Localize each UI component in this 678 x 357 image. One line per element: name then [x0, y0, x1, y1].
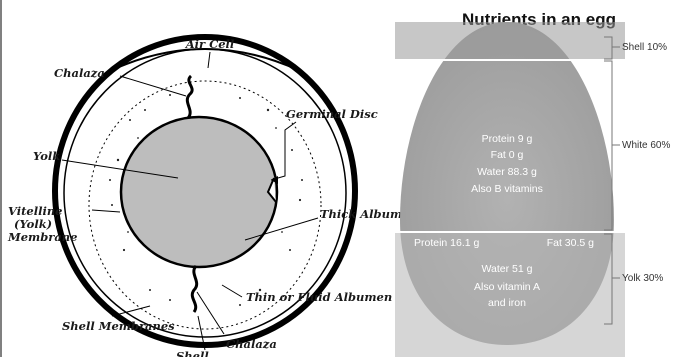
white-fat: Fat 0 g — [491, 149, 524, 161]
yolk-percent-label: Yolk 30% — [622, 273, 663, 284]
label-vitelline-line3: Membrane — [7, 230, 77, 244]
yolk-water: Water 51 g — [482, 263, 533, 275]
yolk-section — [395, 232, 625, 357]
shell-percent-label: Shell 10% — [622, 42, 667, 53]
label-germinal-disc: Germinal Disc — [286, 107, 378, 121]
label-chalaza-top: Chalaza — [54, 66, 105, 80]
yolk-protein: Protein 16.1 g — [414, 237, 480, 249]
yolk-shape — [121, 117, 277, 267]
label-shell: Shell — [176, 349, 209, 357]
label-vitelline-line2: (Yolk) — [14, 217, 52, 231]
yolk-fat: Fat 30.5 g — [547, 237, 594, 249]
white-percent-label: White 60% — [622, 140, 670, 151]
yolk-vitamin-a: Also vitamin A — [474, 281, 540, 293]
label-air-cell: Air Cell — [185, 37, 235, 51]
label-shell-membranes: Shell Membranes — [62, 319, 175, 333]
yolk-iron: and iron — [488, 297, 526, 309]
white-water: Water 88.3 g — [477, 166, 537, 178]
white-vitamins: Also B vitamins — [471, 183, 543, 195]
label-thin-albumen: Thin or Fluid Albumen — [246, 290, 392, 304]
label-vitelline-line1: Vitelline — [8, 204, 63, 218]
shell-section — [395, 22, 625, 60]
label-chalaza-bottom: Chalaza — [226, 337, 277, 351]
white-protein: Protein 9 g — [482, 133, 533, 145]
label-yolk: Yolk — [33, 149, 60, 163]
